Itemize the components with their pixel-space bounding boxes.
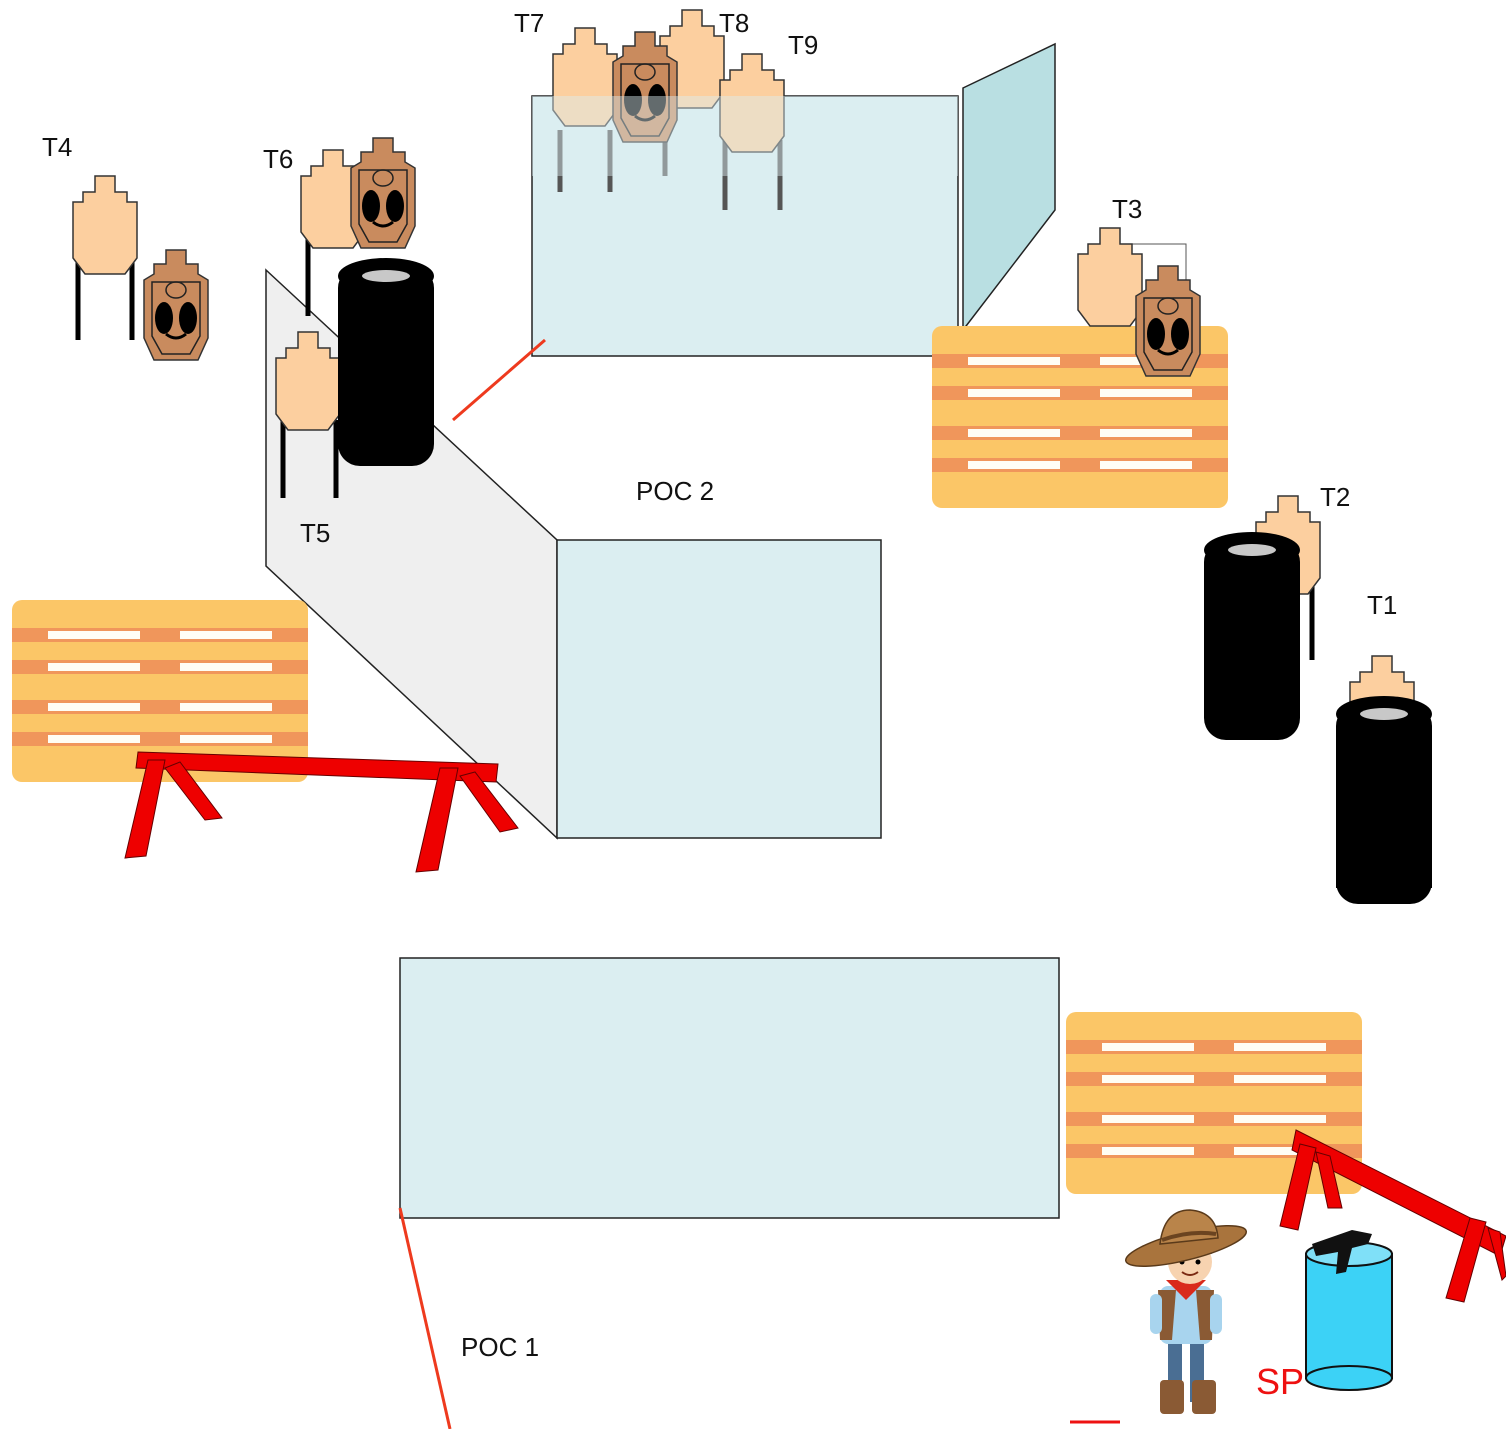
label-t4: T4 (42, 132, 72, 162)
label-start-position: SP (1256, 1361, 1304, 1402)
label-t2: T2 (1320, 482, 1350, 512)
tire-stack-t1 (1336, 696, 1432, 904)
label-poc1: POC 1 (461, 1332, 539, 1362)
target-t5 (275, 331, 341, 498)
wall-angled-right (962, 42, 1056, 333)
label-t7: T7 (514, 8, 544, 38)
wall-overlay (532, 96, 958, 176)
label-t6: T6 (263, 144, 293, 174)
label-poc2: POC 2 (636, 476, 714, 506)
sawhorse-left (124, 751, 519, 873)
pistol-icon (1312, 1230, 1372, 1274)
target-t6-face (349, 136, 417, 250)
pallet-bottom-right (1066, 1012, 1362, 1194)
fault-line-poc2 (452, 338, 546, 422)
label-t9: T9 (788, 30, 818, 60)
target-t4 (72, 175, 138, 340)
label-t8: T8 (719, 8, 749, 38)
barrel (1305, 1241, 1393, 1391)
sawhorse-right (1279, 1129, 1506, 1303)
wall-poc2 (556, 539, 882, 839)
label-t3: T3 (1112, 194, 1142, 224)
target-t3-face (1134, 264, 1202, 378)
target-t7-group (552, 27, 618, 192)
target-t6 (300, 149, 366, 316)
label-t5: T5 (300, 518, 330, 548)
fault-line-poc1 (398, 1207, 452, 1429)
wall-poc1 (399, 957, 1060, 1219)
tire-stack-t2 (1204, 532, 1300, 740)
target-t2 (1255, 495, 1321, 660)
label-t1: T1 (1367, 590, 1397, 620)
cowboy-icon (1124, 1209, 1248, 1414)
target-t9-group (719, 53, 785, 210)
tire-stack-t6 (338, 258, 434, 466)
target-t4-face (142, 248, 210, 362)
